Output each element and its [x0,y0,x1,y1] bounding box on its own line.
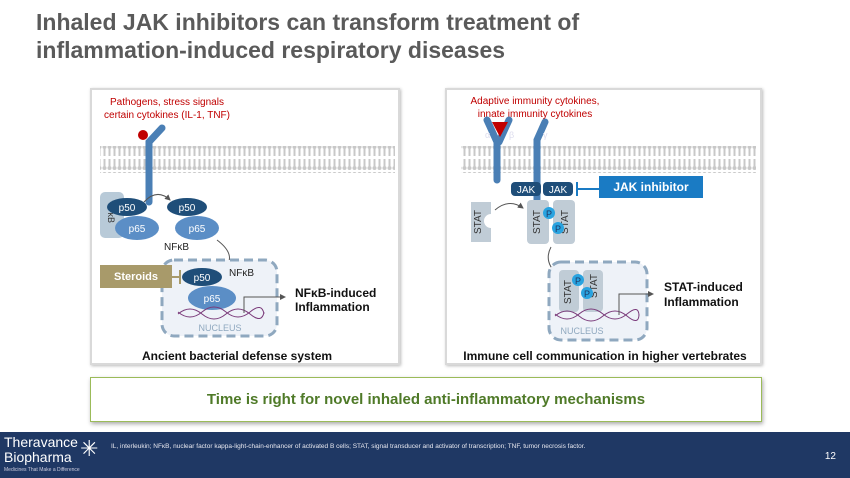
p65-label: p65 [204,294,221,305]
phosphate-label: P [584,289,590,299]
signal-label-2: certain cytokines (IL-1, TNF) [104,110,230,121]
nfkb-label: NFκB [229,268,254,279]
outcome-label-1: NFκB-induced [295,286,376,300]
logo-star-icon: ✳ [80,436,99,461]
nucleus-label: NUCLEUS [198,323,241,333]
dna [177,306,265,320]
p50-label: p50 [179,203,196,214]
gamma-label: γ [543,130,548,140]
jak-stat-pathway-panel: Adaptive immunity cytokines, innate immu… [445,88,762,365]
nfkb-diagram: Pathogens, stress signals certain cytoki… [100,97,395,363]
stat-label: STAT [560,210,571,234]
signal-label-1: Pathogens, stress signals [110,97,224,108]
steroids-box [100,265,172,288]
jak-inhibitor-label: JAK inhibitor [613,180,689,194]
transcription-arrow [618,291,654,315]
jak-label: JAK [549,185,568,196]
stat-label: STAT [563,280,574,304]
phosphate-label: P [575,276,581,286]
panel-caption: Ancient bacterial defense system [142,349,332,363]
title-line-2: inflammation-induced respiratory disease… [36,37,506,63]
stat-inactive [471,202,491,242]
inhibition-bar [172,270,181,284]
jak-stat-diagram: Adaptive immunity cytokines, innate immu… [461,96,756,363]
key-message-banner: Time is right for novel inhaled anti-inf… [90,377,762,422]
outcome-label-1: STAT-induced [664,280,743,294]
jak-1 [511,182,541,196]
beta-label: β [509,130,514,140]
receptor [145,124,166,206]
stat-label: STAT [473,210,484,234]
recruit-arrow [494,202,524,211]
dna [554,308,640,322]
signal-label-1: Adaptive immunity cytokines, [471,96,600,107]
nfkb-label: NFκB [164,242,189,253]
outcome-label-2: Inflammation [295,300,370,314]
ligand [138,130,148,140]
signal-label-2: innate immunity cytokines [478,109,593,120]
ikb-label: I-κB [106,207,116,223]
footer: Theravance Biopharma ✳ Medicines That Ma… [0,432,850,478]
p65-label: p65 [129,224,146,235]
cytokine [492,122,508,137]
abbreviations-footnote: IL, interleukin; NFκB, nuclear factor ka… [111,443,586,450]
title-line-1: Inhaled JAK inhibitors can transform tre… [36,9,580,35]
banner-text: Time is right for novel inhaled anti-inf… [206,391,646,408]
cell-membrane [100,146,395,173]
nucleus-label: NUCLEUS [560,326,603,336]
steroids-label: Steroids [114,271,158,283]
p50-label: p50 [119,203,136,214]
p50-label: p50 [194,273,211,284]
jak-label: JAK [517,185,536,196]
logo-line-1: Theravance [4,434,78,450]
alpha-label: α [485,130,490,140]
jak-inhibitor-box[interactable] [599,176,703,198]
cell-membrane [461,146,756,173]
phosphate-label: P [546,209,552,219]
jak-2 [543,182,573,196]
page-number: 12 [824,451,836,462]
tagline: Medicines That Make a Difference [4,467,80,473]
p65-label: p65 [189,224,206,235]
logo-line-2: Biopharma [4,449,72,465]
transcription-arrow [243,294,286,313]
panel-caption: Immune cell communication in higher vert… [463,349,747,363]
nfkb-pathway-panel: Pathogens, stress signals certain cytoki… [90,88,400,365]
receptor-gamma [533,118,549,206]
inhibition-bar [576,182,599,196]
stat-label: STAT [589,274,600,298]
outcome-label-2: Inflammation [664,295,739,309]
release-arrow [143,194,171,203]
phosphate-label: P [555,224,561,234]
receptor-alpha-beta [483,116,513,184]
stat-label: STAT [532,210,543,234]
company-logo: Theravance Biopharma [4,435,78,465]
page-title: Inhaled JAK inhibitors can transform tre… [36,8,579,64]
